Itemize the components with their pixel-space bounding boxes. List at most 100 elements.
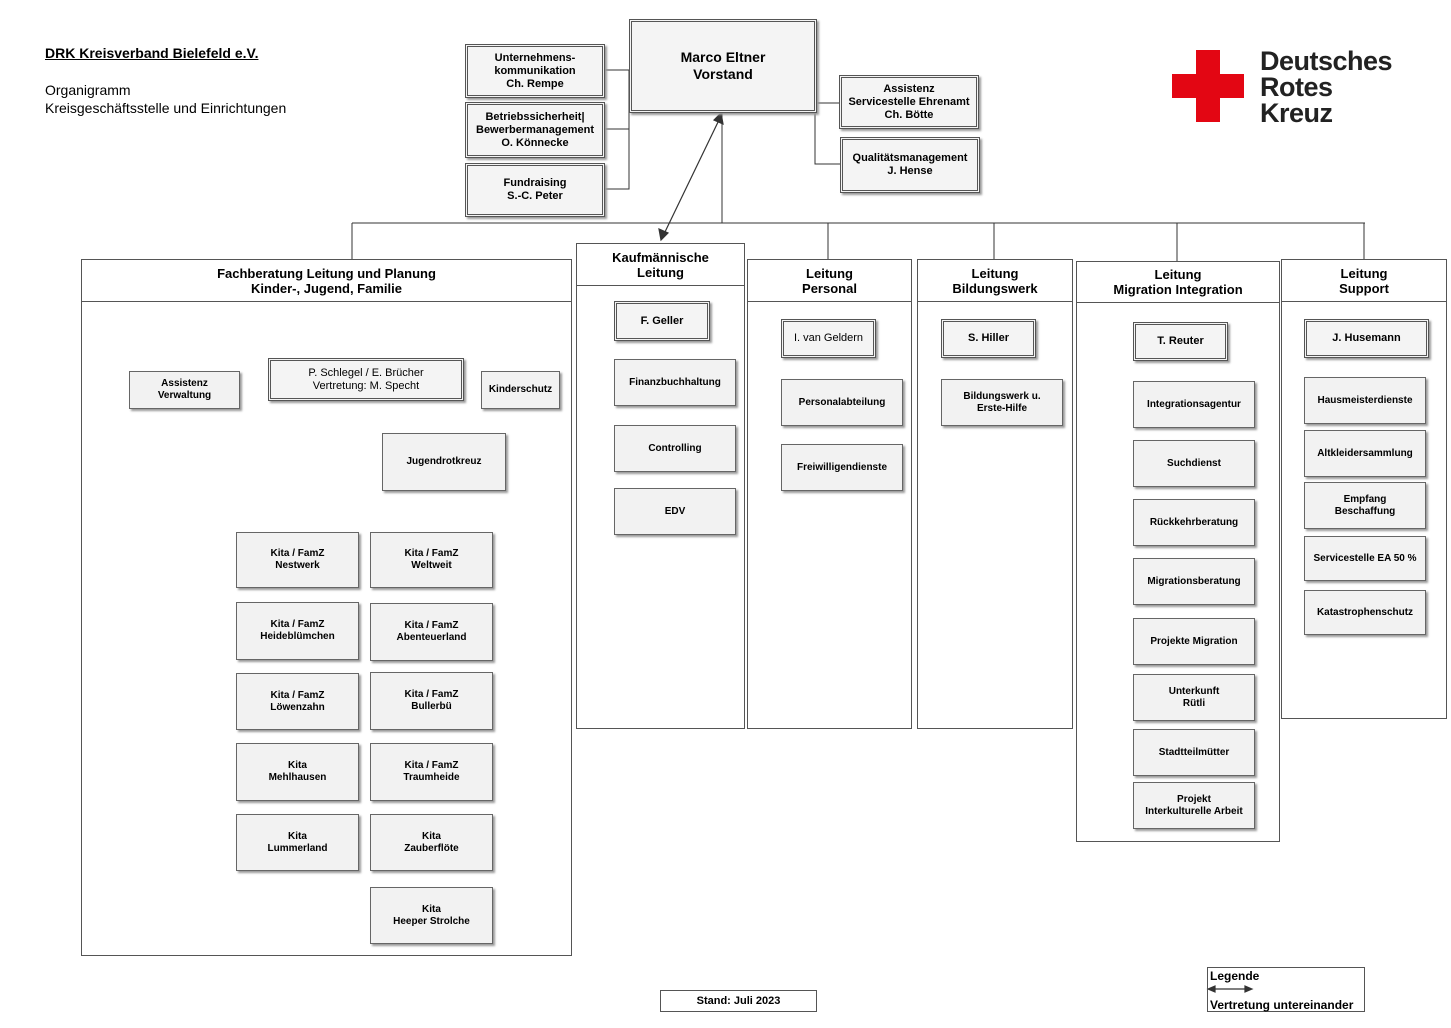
box-line: EDV <box>664 505 686 517</box>
box-line: Rückkehrberatung <box>1149 516 1239 528</box>
box-kita: Kita Zauberflöte <box>370 814 493 871</box>
legend-title: Legende <box>1210 969 1260 983</box>
legend-label: Vertretung untereinander <box>1210 998 1354 1012</box>
box-line: Bildungswerk u. <box>963 390 1041 402</box>
box-unit: Personalabteilung <box>781 379 903 426</box>
double-arrow-icon <box>1207 982 1255 996</box>
logo-line: Deutsches <box>1260 46 1393 76</box>
box-line: Kita / FamZ <box>404 760 459 771</box>
box-line: Lummerland <box>267 842 328 854</box>
box-line: J. Husemann <box>1332 332 1401 344</box>
box-migration-lead: T. Reuter <box>1133 322 1228 361</box>
box-line: kommunikation <box>494 64 576 77</box>
box-unit: Controlling <box>614 425 736 472</box>
box-kita: Kita / FamZ Abenteuerland <box>370 603 493 661</box>
box-line: Unternehmens- <box>494 51 576 64</box>
box-line: P. Schlegel / E. Brücher <box>308 366 424 379</box>
box-line: I. van Geldern <box>793 332 864 344</box>
box-unit: Rückkehrberatung <box>1133 499 1255 546</box>
box-kita: Kita / FamZ Weltweit <box>370 532 493 588</box>
box-unit: Projekt Interkulturelle Arbeit <box>1133 782 1255 829</box>
department-heading: Kaufmännische Leitung <box>577 244 744 286</box>
box-line: Servicestelle Ehrenamt <box>848 95 970 108</box>
box-line: Freiwilligendienste <box>796 461 888 473</box>
box-kita: Kita / FamZ Löwenzahn <box>236 673 359 730</box>
logo-wordmark: Deutsches Rotes Kreuz <box>1260 46 1393 128</box>
box-line: Abenteuerland <box>396 632 467 643</box>
box-line: Ch. Bötte <box>884 108 934 121</box>
logo-line: Kreuz <box>1260 98 1333 128</box>
box-unit: Projekte Migration <box>1133 618 1255 665</box>
staff-box-quality: Qualitätsmanagement J. Hense <box>840 137 980 193</box>
box-line: Finanzbuchhaltung <box>629 376 721 388</box>
box-line: Controlling <box>648 442 702 454</box>
box-line: Projekte Migration <box>1150 635 1238 647</box>
box-line: T. Reuter <box>1157 335 1204 347</box>
red-cross-logo-icon <box>1172 50 1244 122</box>
box-line: Heideblümchen <box>260 631 335 642</box>
box-unit: Finanzbuchhaltung <box>614 359 736 406</box>
box-kaufmaennisch-lead: F. Geller <box>614 301 710 341</box>
box-line: Beschaffung <box>1334 505 1396 517</box>
box-line: F. Geller <box>640 314 684 327</box>
heading-line: Migration Integration <box>1113 282 1243 297</box>
box-line: Bullerbü <box>411 701 452 712</box>
box-bildungswerk-lead: S. Hiller <box>941 319 1036 358</box>
box-line: Betriebssicherheit| <box>485 110 585 123</box>
box-kita: Kita Mehlhausen <box>236 743 359 801</box>
legend: Legende Vertretung untereinander <box>1207 967 1365 1012</box>
chart-subtitle: Organigramm <box>45 82 131 98</box>
heading-line: Leitung <box>971 265 1019 281</box>
box-line: Suchdienst <box>1167 457 1221 469</box>
box-unit: Empfang Beschaffung <box>1304 482 1426 529</box>
box-unit: Stadtteilmütter <box>1133 729 1255 776</box>
box-line: Kita <box>422 903 441 915</box>
box-unit: Suchdienst <box>1133 440 1255 487</box>
box-line: Verwaltung <box>157 390 212 401</box>
box-line: Assistenz <box>161 378 208 389</box>
department-heading: Fachberatung Leitung und Planung Kinder-… <box>82 260 571 302</box>
box-line: Assistenz <box>883 82 935 95</box>
box-unit: Hausmeisterdienste <box>1304 377 1426 424</box>
box-line: J. Hense <box>887 165 933 177</box>
box-line: Kita / FamZ <box>404 689 459 700</box>
staff-box-assistenz: Assistenz Servicestelle Ehrenamt Ch. Böt… <box>839 75 979 129</box>
box-line: Kita <box>288 760 307 771</box>
logo-line: Rotes <box>1260 72 1333 102</box>
box-line: Integrationsagentur <box>1147 398 1241 410</box>
box-kita: Kita / FamZ Nestwerk <box>236 532 359 588</box>
box-unit: Bildungswerk u. Erste-Hilfe <box>941 379 1063 426</box>
box-line: Bewerbermanagement <box>476 123 594 136</box>
box-line: Servicestelle EA 50 % <box>1313 552 1417 564</box>
box-line: O. Könnecke <box>501 136 569 149</box>
box-line: Weltweit <box>411 560 452 571</box>
box-unit: Servicestelle EA 50 % <box>1304 536 1426 581</box>
staff-box-fundraising: Fundraising S.-C. Peter <box>465 163 605 217</box>
department-heading: Leitung Migration Integration <box>1077 262 1279 303</box>
heading-line: Leitung <box>806 265 853 281</box>
box-kita: Kita / FamZ Bullerbü <box>370 672 493 730</box>
box-line: Mehlhausen <box>268 772 327 783</box>
box-support-lead: J. Husemann <box>1304 319 1429 358</box>
box-kita: Kita / FamZ Heideblümchen <box>236 602 359 660</box>
box-line: Kita / FamZ <box>404 620 459 631</box>
stand-label: Stand: Juli 2023 <box>660 990 817 1012</box>
executive-box: Marco Eltner Vorstand <box>629 19 817 113</box>
box-unit: Migrationsberatung <box>1133 558 1255 605</box>
box-line: Erste-Hilfe <box>976 402 1027 414</box>
box-line: Kita / FamZ <box>270 689 325 701</box>
heading-line: Kaufmännische <box>612 249 709 265</box>
box-line: Kita <box>422 830 441 842</box>
box-unit: Altkleidersammlung <box>1304 430 1426 477</box>
box-line: Migrationsberatung <box>1147 575 1241 587</box>
box-kita: Kita Heeper Strolche <box>370 887 493 944</box>
heading-line: Kinder-, Jugend, Familie <box>251 280 402 296</box>
heading-line: Support <box>1339 280 1389 296</box>
box-kinderschutz: Kinderschutz <box>481 371 560 409</box>
box-line: Qualitätsmanagement <box>852 152 968 164</box>
department-heading: Leitung Support <box>1282 260 1446 302</box>
box-line: Vertretung: M. Specht <box>312 379 420 392</box>
box-assistenz-verwaltung: Assistenz Verwaltung <box>129 371 240 409</box>
organization-title: DRK Kreisverband Bielefeld e.V. <box>45 45 259 61</box>
box-line: Personalabteilung <box>798 396 886 408</box>
